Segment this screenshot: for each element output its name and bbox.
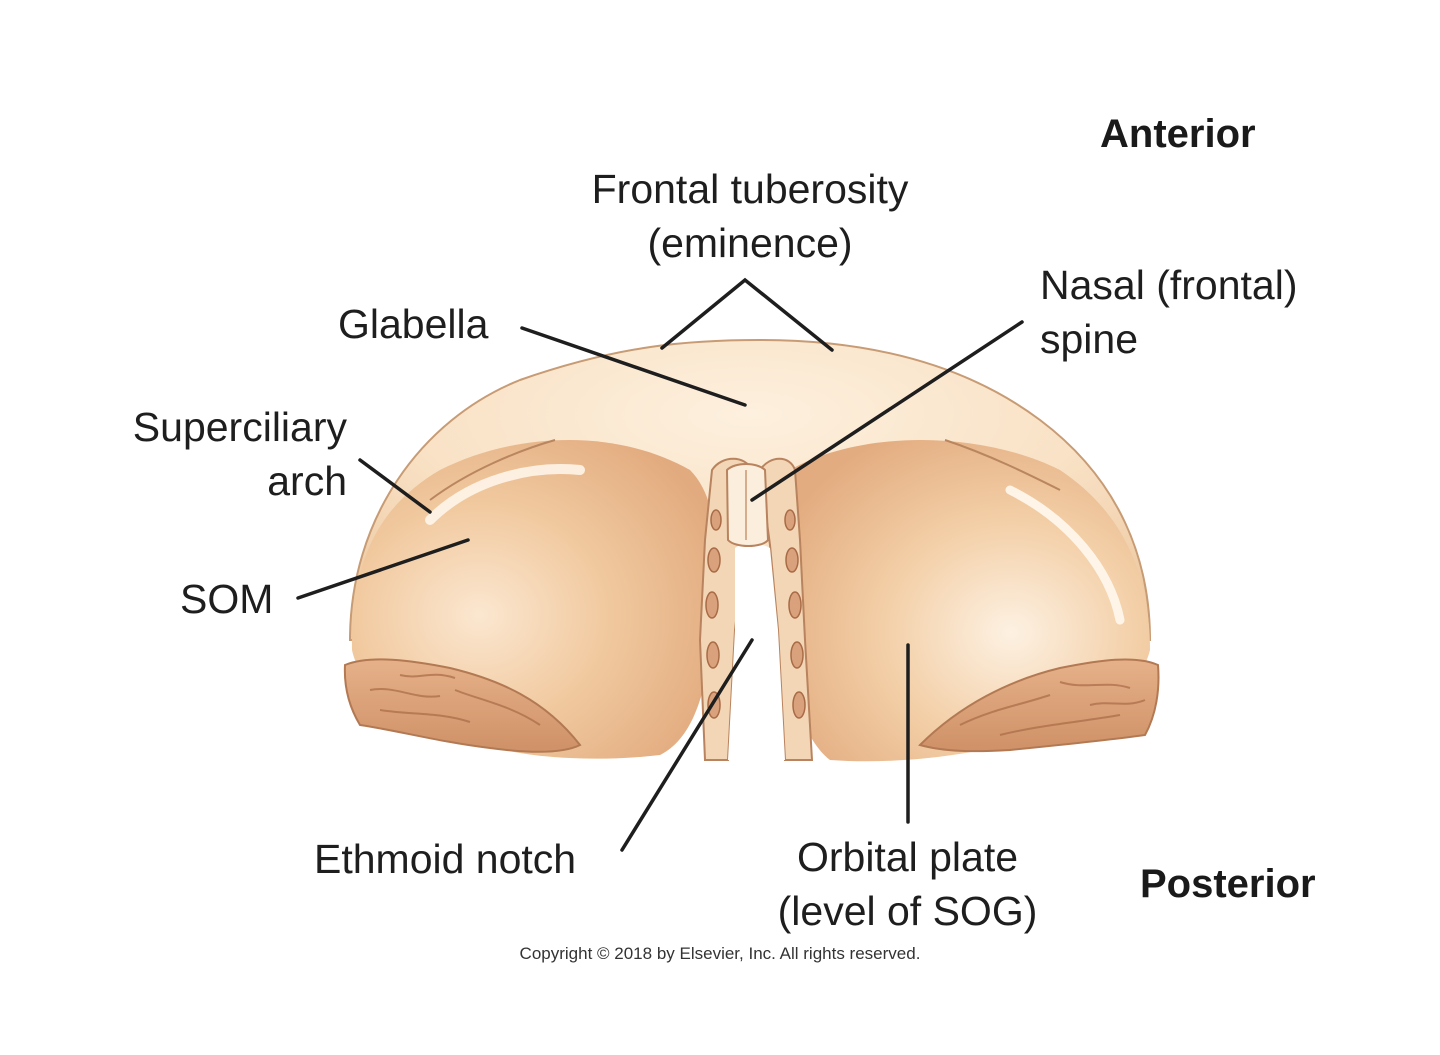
glabella-label: Glabella <box>338 301 489 347</box>
ethmoid-notch-opening <box>728 543 785 760</box>
glabella-leader <box>520 326 747 407</box>
som-leader <box>296 538 470 600</box>
superciliary-arch-label: Superciliary arch <box>80 400 347 508</box>
superciliary-arch-line-2: arch <box>267 458 347 504</box>
orbital-plate-line-1: Orbital plate <box>796 834 1019 880</box>
ethmoid-notch-label: Ethmoid notch <box>314 836 577 882</box>
superciliary-leader <box>358 458 432 514</box>
right-rough-edge <box>918 658 1160 753</box>
nasal-spine-leader <box>750 320 1024 502</box>
som-label: SOM <box>180 576 274 622</box>
superciliary-crest-left <box>429 439 556 501</box>
frontal-tuberosity-label: Frontal tuberosity (eminence) <box>560 162 940 270</box>
nasal-spine-label: Nasal (frontal) spine <box>1040 258 1297 366</box>
ethmoid-air-cells <box>705 509 806 719</box>
frontal-tuberosity-line-2: (eminence) <box>647 220 853 266</box>
right-highlight <box>1005 485 1125 625</box>
frontal-tuberosity-line-1: Frontal tuberosity <box>591 166 909 212</box>
leader-lines <box>296 277 1024 852</box>
nasal-spine-line-2: spine <box>1040 316 1139 362</box>
left-highlight <box>425 464 585 525</box>
orbital-plate-line-2: (level of SOG) <box>777 888 1038 934</box>
left-rough-edge <box>343 658 582 753</box>
posterior-label: Posterior <box>1140 862 1316 906</box>
copyright-notice: Copyright © 2018 by Elsevier, Inc. All r… <box>519 944 921 963</box>
nasal-spine <box>725 463 770 547</box>
superciliary-crest-right <box>944 439 1061 491</box>
anterior-label: Anterior <box>1100 112 1256 156</box>
ethmoid-notch-leader <box>620 638 754 852</box>
orbital-plate-label: Orbital plate (level of SOG) <box>740 830 1075 938</box>
superciliary-arch-line-1: Superciliary <box>132 404 347 450</box>
nasal-spine-line-1: Nasal (frontal) <box>1040 262 1298 308</box>
frontal-tuberosity-leader <box>660 277 834 352</box>
